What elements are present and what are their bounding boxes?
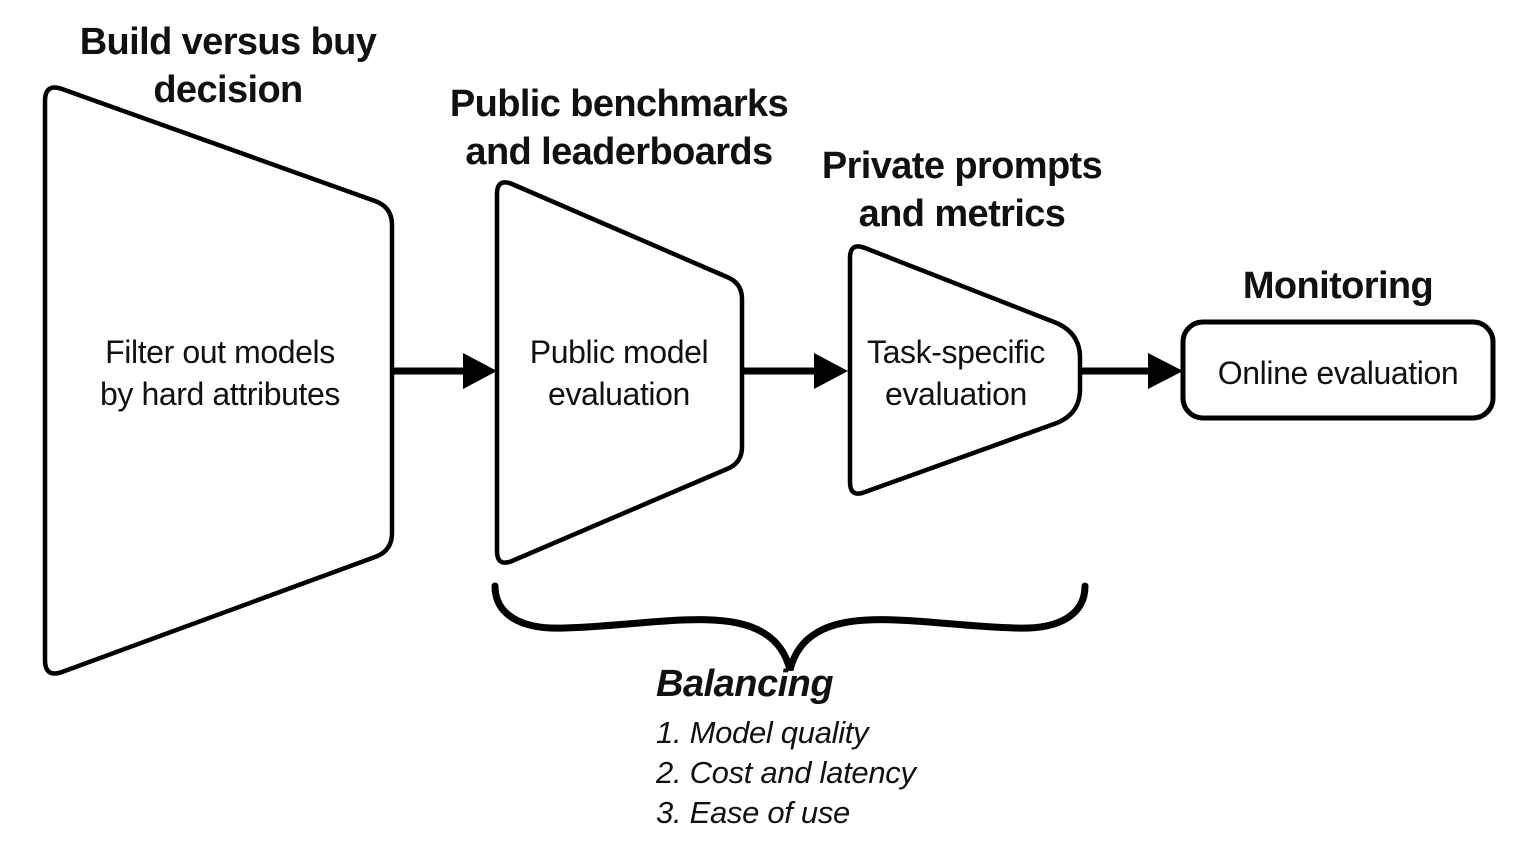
flow-arrow-2: [744, 353, 848, 389]
label-line: evaluation: [548, 376, 690, 412]
funnel-public-model-eval-shape: [494, 180, 745, 565]
flow-arrow-3: [1082, 353, 1183, 389]
label-line: Public model: [529, 334, 709, 370]
stage-title-public-benchmarks: Public benchmarks and leaderboards: [449, 80, 789, 176]
title-line: Public benchmarks: [449, 83, 789, 125]
label-line: Online evaluation: [1217, 355, 1459, 391]
stage-title-build-vs-buy: Build versus buy decision: [80, 18, 377, 114]
stage-label-online-evaluation: Online evaluation: [1217, 352, 1459, 394]
label-line: Filter out models: [105, 334, 335, 370]
flow-arrow-1: [391, 353, 497, 389]
arrow-head-icon: [1148, 353, 1183, 389]
funnel-build-vs-buy-shape: [42, 85, 395, 676]
label-line: evaluation: [885, 376, 1027, 412]
stage-label-task-specific-eval: Task-specific evaluation: [867, 331, 1045, 415]
title-line: Monitoring: [1242, 265, 1434, 307]
stage-label-public-model-eval: Public model evaluation: [529, 331, 709, 415]
title-line: and metrics: [858, 193, 1066, 235]
stage-label-filter-models: Filter out models by hard attributes: [100, 331, 340, 415]
arrow-head-icon: [463, 353, 497, 389]
stage-title-monitoring: Monitoring: [1242, 262, 1434, 310]
balancing-list: 1. Model quality 2. Cost and latency 3. …: [656, 713, 916, 833]
title-line: Private prompts: [821, 145, 1103, 187]
title-line: decision: [153, 69, 303, 111]
title-line: and leaderboards: [465, 131, 773, 173]
monitoring-box-shape: [1180, 319, 1496, 421]
label-line: Task-specific: [867, 334, 1045, 370]
curly-brace: [491, 582, 1089, 671]
arrow-head-icon: [814, 353, 848, 389]
balancing-item-cost-latency: 2. Cost and latency: [656, 755, 916, 790]
stage-title-private-prompts: Private prompts and metrics: [821, 142, 1103, 238]
label-line: by hard attributes: [99, 376, 341, 412]
funnel-task-specific-eval-shape: [847, 244, 1083, 496]
balancing-item-model-quality: 1. Model quality: [656, 715, 869, 750]
title-line: Build versus buy: [79, 21, 377, 63]
balancing-heading: Balancing: [656, 663, 834, 705]
balancing-item-ease-of-use: 3. Ease of use: [656, 795, 850, 830]
